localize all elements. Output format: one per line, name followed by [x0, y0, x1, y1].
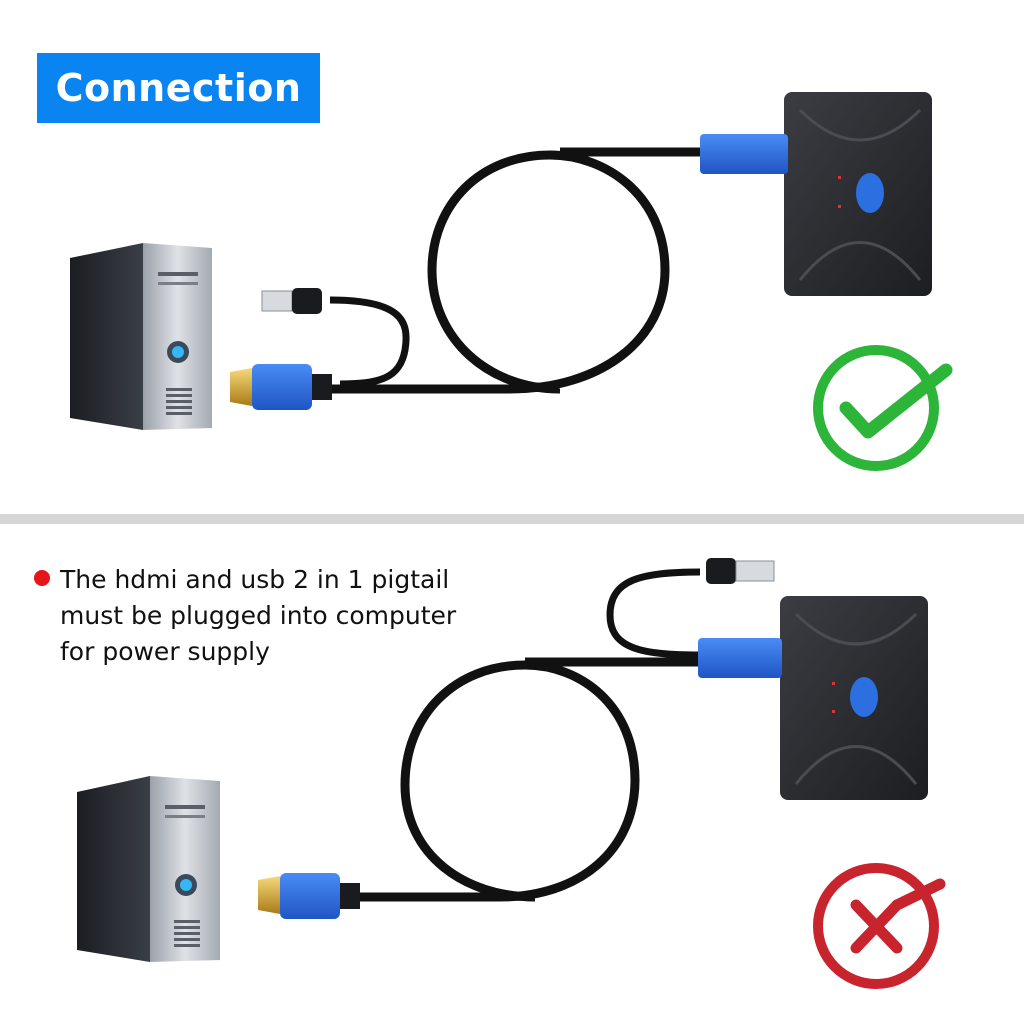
section-divider	[0, 514, 1024, 524]
note-line: must be plugged into computer	[60, 601, 457, 630]
hdmi-cable-bottom	[355, 568, 701, 902]
usb-plug-top	[261, 288, 322, 314]
usb-plug-bottom	[706, 558, 775, 584]
computer-tower-top	[70, 243, 212, 430]
note-text: The hdmi and usb 2 in 1 pigtail must be …	[60, 562, 456, 670]
hdmi-plug-bottom	[258, 873, 360, 919]
bullet-icon	[34, 570, 50, 586]
hdmi-cable-top	[329, 147, 705, 394]
note-line: The hdmi and usb 2 in 1 pigtail	[60, 565, 450, 594]
computer-tower-bottom	[77, 776, 220, 962]
section-title-badge: Connection	[37, 53, 320, 123]
check-icon	[813, 345, 953, 471]
cross-icon	[813, 863, 946, 989]
kvm-switch-top	[700, 92, 932, 296]
note-line: for power supply	[60, 637, 270, 666]
hdmi-plug-top	[230, 364, 332, 410]
section-title: Connection	[55, 66, 302, 110]
kvm-switch-bottom	[698, 596, 928, 800]
